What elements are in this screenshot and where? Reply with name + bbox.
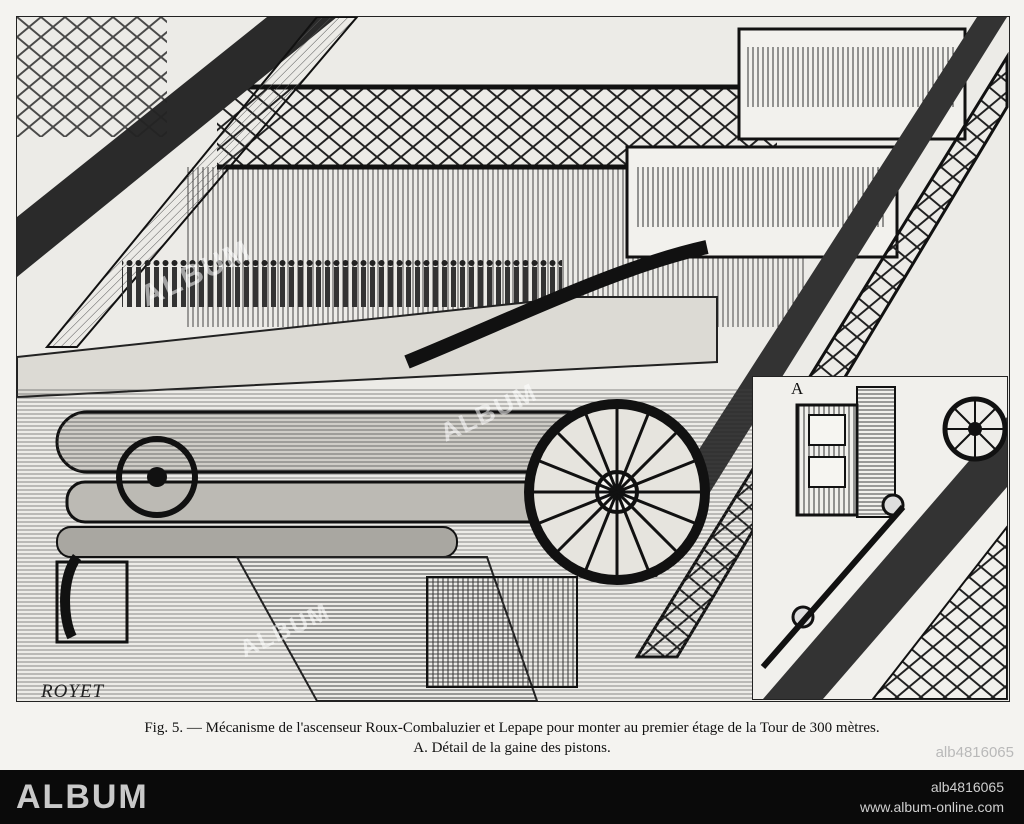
watermark-image-id: alb4816065	[935, 744, 1014, 761]
engraving-illustration: ROYET ALBUM ALBUM ALBUM	[16, 16, 1010, 702]
page: ROYET ALBUM ALBUM ALBUM	[0, 0, 1024, 770]
caption-line-2: A. Détail de la gaine des pistons.	[413, 740, 611, 756]
figure-caption: Fig. 5. — Mécanisme de l'ascenseur Roux-…	[0, 718, 1024, 758]
inset-label: A	[791, 379, 804, 398]
brand-logo: ALBUM	[16, 778, 149, 816]
inset-detail-a: A	[752, 376, 1008, 700]
engraving-drawing	[17, 17, 1009, 701]
footer-image-id: alb4816065	[930, 779, 1004, 795]
footer-url-link[interactable]: www.album-online.com	[860, 799, 1004, 815]
footer-bar: ALBUM alb4816065 www.album-online.com	[0, 770, 1024, 824]
caption-line-1: Fig. 5. — Mécanisme de l'ascenseur Roux-…	[144, 720, 880, 736]
artist-signature: ROYET	[41, 681, 105, 702]
inset-drawing	[753, 377, 1007, 699]
